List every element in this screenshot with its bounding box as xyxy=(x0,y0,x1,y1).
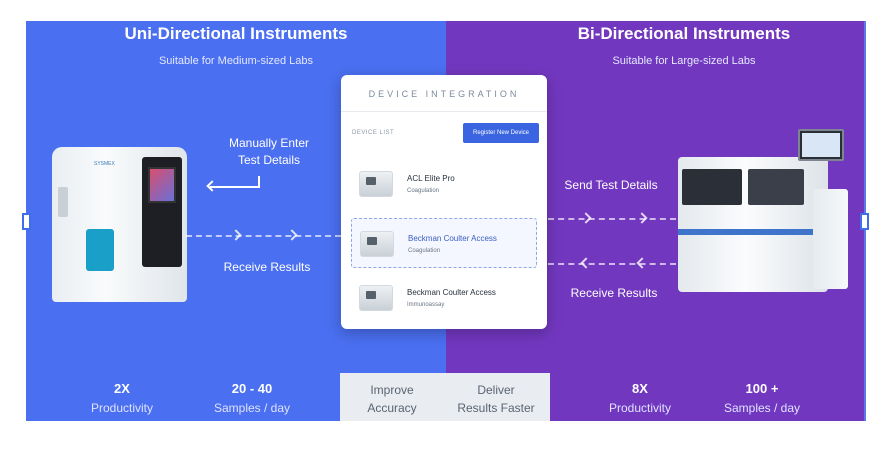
device-thumbnail xyxy=(360,231,394,257)
analyzer-small-icon: SYSMEX xyxy=(52,147,187,307)
device-row-selected[interactable]: Beckman Coulter Access Coagulation xyxy=(351,218,537,268)
left-stat-label: Samples / day xyxy=(213,401,291,415)
analyzer-large-icon xyxy=(678,129,848,297)
left-receive-label: Receive Results xyxy=(223,260,311,274)
device-row[interactable]: ACL Elite Pro Coagulation xyxy=(351,159,537,209)
device-list-label: DEVICE LIST xyxy=(352,130,395,136)
left-stat-value: 20 - 40 xyxy=(231,381,273,396)
right-receive-label: Receive Results xyxy=(570,286,658,300)
device-thumbnail xyxy=(359,171,393,197)
bi-directional-subtitle: Suitable for Large-sized Labs xyxy=(612,55,756,67)
device-type: Immunoassay xyxy=(407,302,445,308)
left-receive-line xyxy=(186,235,341,237)
device-integration-card: DEVICE INTEGRATION DEVICE LIST Register … xyxy=(341,75,547,329)
left-stat-value: 2X xyxy=(114,381,130,396)
right-stat-value: 8X xyxy=(632,381,648,396)
right-stat-value: 100 + xyxy=(745,381,779,396)
arrow-left-icon xyxy=(206,176,260,192)
benefits-strip: Improve Accuracy Deliver Results Faster xyxy=(340,373,550,421)
right-stat-label: Productivity xyxy=(608,401,672,415)
manual-enter-label: Manually Enter Test Details xyxy=(228,136,310,167)
benefit-faster-results: Deliver Results Faster xyxy=(457,383,535,415)
uni-directional-title: Uni-Directional Instruments xyxy=(124,24,348,43)
right-stat-label: Samples / day xyxy=(723,401,801,415)
device-name: Beckman Coulter Access xyxy=(407,288,496,297)
resize-handle-right[interactable] xyxy=(860,213,869,230)
register-device-button[interactable]: Register New Device xyxy=(463,123,539,143)
uni-directional-subtitle: Suitable for Medium-sized Labs xyxy=(158,55,314,67)
device-row[interactable]: Beckman Coulter Access Immunoassay xyxy=(351,273,537,323)
device-type: Coagulation xyxy=(408,248,441,254)
device-name: Beckman Coulter Access xyxy=(408,234,497,243)
left-stat-label: Productivity xyxy=(90,401,154,415)
device-name: ACL Elite Pro xyxy=(407,174,455,183)
send-test-label: Send Test Details xyxy=(564,178,658,192)
send-line xyxy=(548,218,676,220)
resize-handle-left[interactable] xyxy=(22,213,31,230)
device-type: Coagulation xyxy=(407,188,440,194)
integration-banner: Uni-Directional Instruments Suitable for… xyxy=(26,21,866,421)
card-title: DEVICE INTEGRATION xyxy=(368,89,520,99)
bi-directional-title: Bi-Directional Instruments xyxy=(577,24,791,43)
card-divider xyxy=(341,111,547,112)
device-thumbnail xyxy=(359,285,393,311)
benefit-accuracy: Improve Accuracy xyxy=(367,383,417,415)
receive-line xyxy=(548,263,676,265)
